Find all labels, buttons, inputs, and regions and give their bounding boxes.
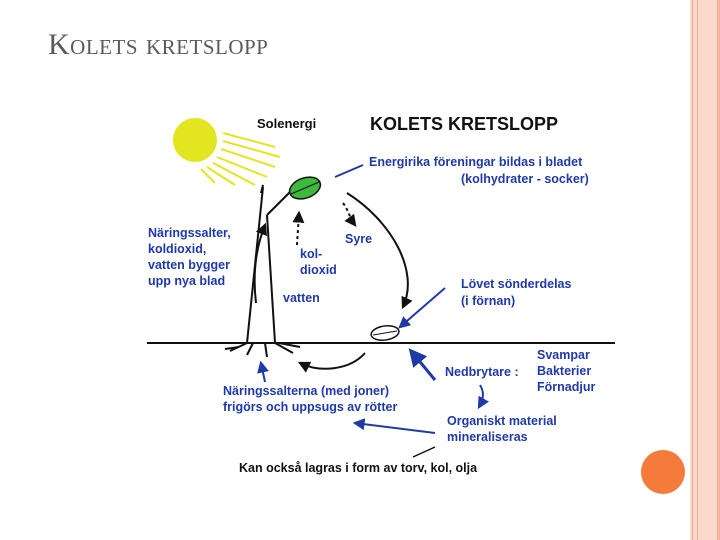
label-solenergi: Solenergi <box>257 116 316 131</box>
arrow-oxygen <box>342 202 357 227</box>
diagram-heading: KOLETS KRETSLOPP <box>370 114 558 134</box>
label-decomposers: Nedbrytare : <box>445 365 519 379</box>
slide-title: Kolets kretslopp <box>48 28 269 61</box>
label-nutrients-4: upp nya blad <box>148 274 225 288</box>
label-fornadjur: Förnadjur <box>537 380 595 394</box>
label-kol: kol- <box>300 247 322 261</box>
decorative-line <box>717 0 720 540</box>
label-svampar: Svampar <box>537 348 590 362</box>
label-syre: Syre <box>345 232 372 246</box>
label-nutrients-1: Näringssalter, <box>148 226 231 240</box>
label-organic-1: Organiskt material <box>447 414 557 428</box>
label-leaf-1: Lövet sönderdelas <box>461 277 571 291</box>
label-leaf-2: (i förnan) <box>461 294 515 308</box>
label-energy-1: Energirika föreningar bildas i bladet <box>369 155 583 169</box>
label-vatten: vatten <box>283 291 320 305</box>
label-nutrients-2: koldioxid, <box>148 242 206 256</box>
arrow-decomposers <box>408 348 437 381</box>
arrow-organic <box>477 384 489 410</box>
decorative-band <box>690 0 720 540</box>
label-released-1: Näringssalterna (med joner) <box>223 384 389 398</box>
decorative-circle <box>641 450 685 494</box>
pointer-energy <box>334 164 364 178</box>
label-organic-2: mineraliseras <box>447 430 528 444</box>
carbon-cycle-diagram: Solenergi KOLETS KRETSLOPP Energirika fö… <box>135 95 625 495</box>
sun-icon <box>173 118 281 186</box>
decorative-line <box>697 0 698 540</box>
leaf-icon <box>288 176 322 200</box>
pointer-leaf-litter <box>398 287 446 329</box>
arrow-nutrients-up <box>257 360 269 383</box>
label-energy-2: (kolhydrater - socker) <box>461 172 589 186</box>
arrow-co2 <box>292 210 305 246</box>
label-dioxid: dioxid <box>300 263 337 277</box>
pointer-storage <box>412 446 436 458</box>
label-released-2: frigörs och uppsugs av rötter <box>223 400 397 414</box>
arrow-up-trunk <box>253 222 268 304</box>
decorative-line <box>692 0 693 540</box>
arrow-mineralisation <box>352 418 436 434</box>
arrow-roots-uptake <box>297 352 366 373</box>
label-bakterier: Bakterier <box>537 364 591 378</box>
cycle-arrow-to-leaf-litter <box>346 192 413 310</box>
tree-trunk <box>224 182 301 358</box>
label-storage: Kan också lagras i form av torv, kol, ol… <box>239 461 478 475</box>
label-nutrients-3: vatten bygger <box>148 258 230 272</box>
fallen-leaf-icon <box>370 325 400 341</box>
